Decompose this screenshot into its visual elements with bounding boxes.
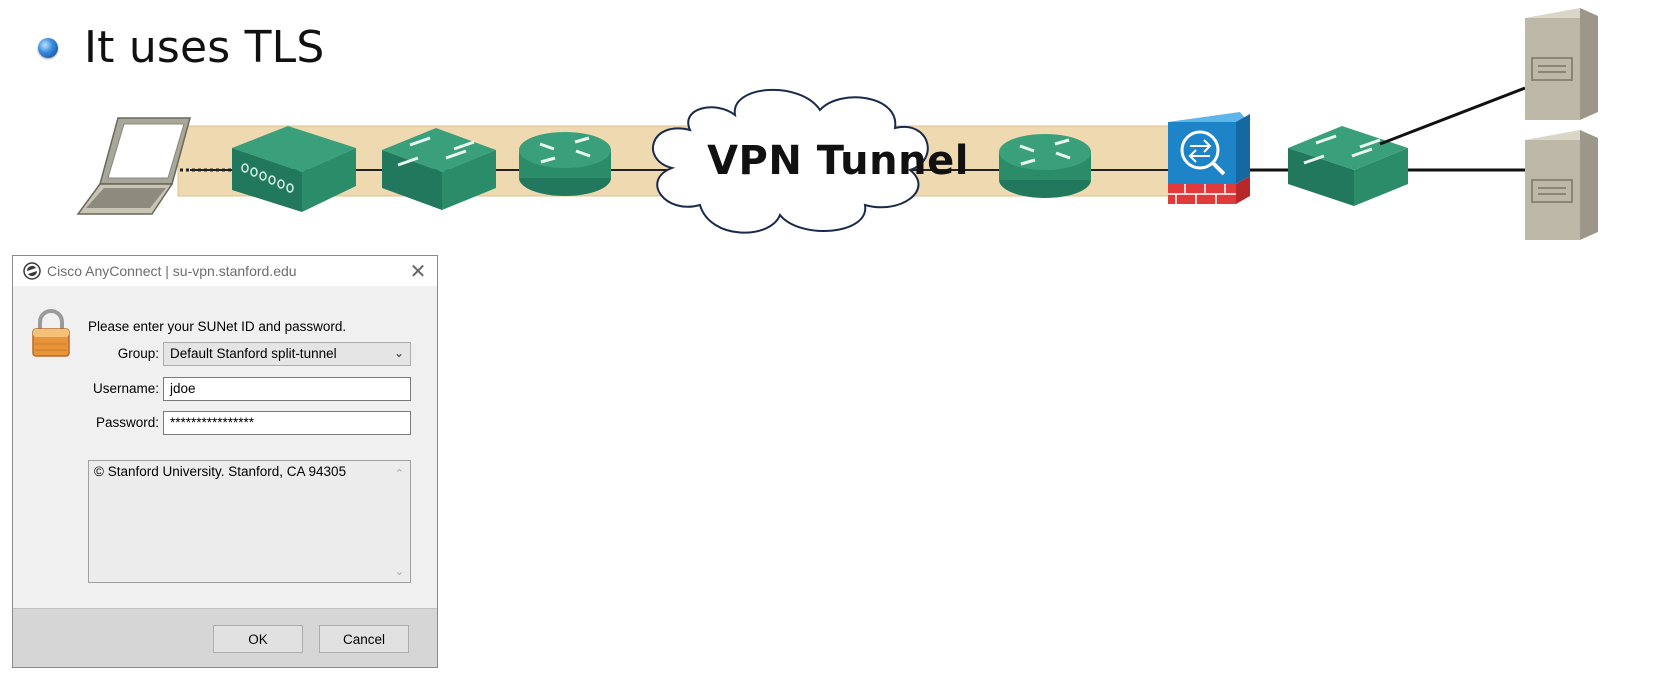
bullet-text: It uses TLS — [84, 22, 325, 73]
server-icon — [1525, 130, 1598, 240]
firewall-icon — [1168, 112, 1250, 204]
cancel-button[interactable]: Cancel — [319, 625, 409, 653]
banner-textarea[interactable]: © Stanford University. Stanford, CA 9430… — [88, 460, 411, 583]
dialog-footer: OK Cancel — [13, 608, 437, 667]
scroll-down-icon[interactable]: ⌄ — [394, 566, 404, 578]
password-label: Password: — [95, 415, 159, 430]
server-icon — [1525, 8, 1598, 120]
username-row: Username: jdoe — [13, 377, 439, 401]
modem-icon — [232, 126, 356, 212]
close-icon[interactable]: ✕ — [409, 260, 427, 283]
lock-icon — [32, 309, 70, 357]
switch-icon — [1288, 126, 1408, 206]
router-icon — [999, 134, 1091, 198]
scroll-up-icon[interactable]: ⌃ — [394, 468, 404, 480]
group-select-value: Default Stanford split-tunnel — [170, 346, 337, 361]
vpn-tunnel-label: VPN Tunnel — [707, 138, 969, 184]
group-row: Group: Default Stanford split-tunnel ⌄ — [13, 342, 439, 366]
password-row: Password: **************** — [13, 411, 439, 435]
dialog-title: Cisco AnyConnect | su-vpn.stanford.edu — [47, 263, 297, 279]
anyconnect-app-icon — [23, 262, 41, 280]
anyconnect-login-dialog: Cisco AnyConnect | su-vpn.stanford.edu ✕… — [12, 255, 438, 668]
laptop-icon — [76, 117, 191, 215]
group-label: Group: — [117, 346, 159, 361]
password-field[interactable]: **************** — [163, 411, 411, 435]
router-icon — [519, 132, 611, 196]
dialog-titlebar[interactable]: Cisco AnyConnect | su-vpn.stanford.edu ✕ — [13, 256, 437, 286]
switch-server1-link — [1379, 86, 1526, 146]
username-label: Username: — [92, 381, 159, 396]
username-field[interactable]: jdoe — [163, 377, 411, 401]
slide-bullet: It uses TLS — [38, 22, 325, 73]
banner-text: © Stanford University. Stanford, CA 9430… — [94, 464, 347, 479]
cloud-icon — [652, 89, 929, 234]
network-diagram — [76, 8, 1598, 240]
chevron-down-icon: ⌄ — [393, 346, 404, 360]
ok-button[interactable]: OK — [213, 625, 303, 653]
login-prompt: Please enter your SUNet ID and password. — [88, 319, 347, 334]
bullet-dot-icon — [38, 37, 58, 58]
switch-icon — [382, 128, 496, 210]
group-select[interactable]: Default Stanford split-tunnel ⌄ — [163, 342, 411, 366]
